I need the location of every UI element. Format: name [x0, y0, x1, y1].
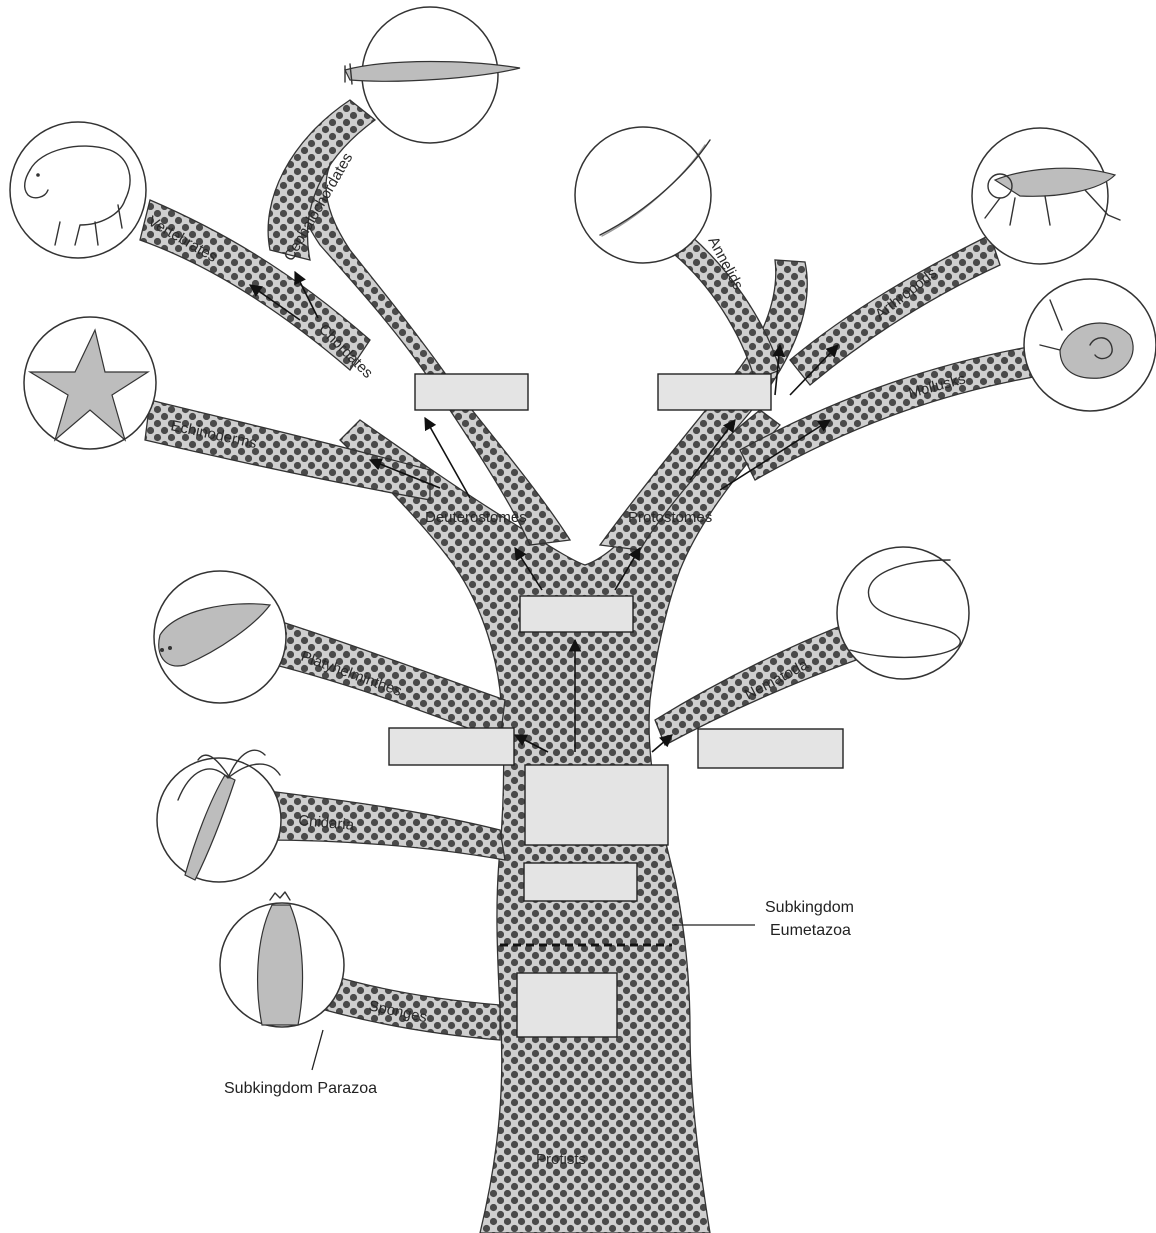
blank-box-protostome-clade[interactable]: [658, 374, 771, 410]
blank-box-left[interactable]: [389, 728, 514, 765]
mollusks-branch: [740, 345, 1045, 480]
label-subkingdom-eumetazoa-line2: Eumetazoa: [770, 922, 851, 939]
nematode-illustration: [837, 547, 969, 679]
blank-box-bilateria[interactable]: [520, 596, 633, 632]
label-protists: Protists: [536, 1151, 586, 1168]
blank-box-right[interactable]: [698, 729, 843, 768]
blank-box-parazoa[interactable]: [517, 973, 617, 1037]
blank-box-center-small[interactable]: [524, 863, 637, 901]
grasshopper-illustration: [972, 128, 1120, 264]
parazoa-leader-line: [312, 1030, 323, 1070]
snail-illustration: [1024, 279, 1156, 411]
label-protostomes: Protostomes: [628, 509, 712, 526]
label-subkingdom-parazoa: Subkingdom Parazoa: [224, 1080, 377, 1097]
cnidaria-branch: [260, 790, 505, 860]
starfish-illustration: [24, 317, 156, 449]
label-subkingdom-eumetazoa-line1: Subkingdom: [765, 899, 854, 916]
annelid-illustration: [575, 127, 711, 263]
blank-box-center-large[interactable]: [525, 765, 668, 845]
sponge-illustration: [220, 892, 344, 1027]
pig-illustration: [10, 122, 146, 258]
blank-box-chordates[interactable]: [415, 374, 528, 410]
flatworm-illustration: [154, 571, 286, 703]
hydra-illustration: [157, 750, 281, 882]
label-deuterostomes: Deuterostomes: [425, 509, 527, 526]
